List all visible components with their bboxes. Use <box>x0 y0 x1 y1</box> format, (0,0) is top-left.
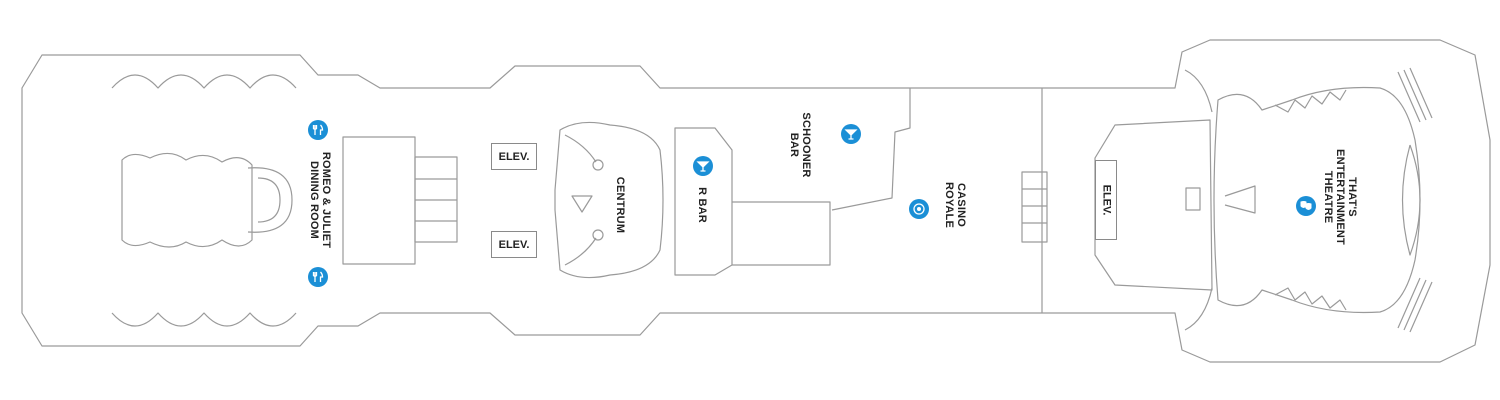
cocktail-icon[interactable] <box>693 156 713 176</box>
romeo-juliet-label[interactable]: ROMEO & JULIET DINING ROOM <box>308 151 332 249</box>
theatre-label[interactable]: THAT'S ENTERTAINMENT THEATRE <box>1322 149 1358 245</box>
elevator-label: ELEV. <box>498 150 530 163</box>
forward-bulb <box>121 152 253 248</box>
casino-chip-icon[interactable] <box>909 199 929 219</box>
centrum-outline <box>554 121 664 279</box>
casino-royale-label[interactable]: CASINO ROYALE <box>943 181 967 229</box>
cocktail-icon[interactable] <box>841 124 861 144</box>
elevator-aft: ELEV. <box>1095 160 1117 240</box>
schooner-bar-label[interactable]: SCHOONER BAR <box>788 112 812 178</box>
theatre-masks-icon[interactable] <box>1296 196 1316 216</box>
elevator-label: ELEV. <box>1100 184 1112 216</box>
elevator-label: ELEV. <box>498 238 530 251</box>
theatre-outline <box>1213 86 1421 314</box>
forward-upper-arcs <box>111 74 297 89</box>
hull-outline <box>21 39 1491 363</box>
dining-icon[interactable] <box>308 120 328 140</box>
elevator-lower: ELEV. <box>491 231 537 258</box>
centrum-label[interactable]: CENTRUM <box>614 176 626 234</box>
dining-room-block <box>342 136 416 265</box>
forward-lower-arcs <box>111 312 297 327</box>
dining-icon[interactable] <box>308 267 328 287</box>
r-bar-label[interactable]: R BAR <box>696 187 708 223</box>
dining-stair <box>247 167 293 233</box>
elevator-upper: ELEV. <box>491 143 537 170</box>
